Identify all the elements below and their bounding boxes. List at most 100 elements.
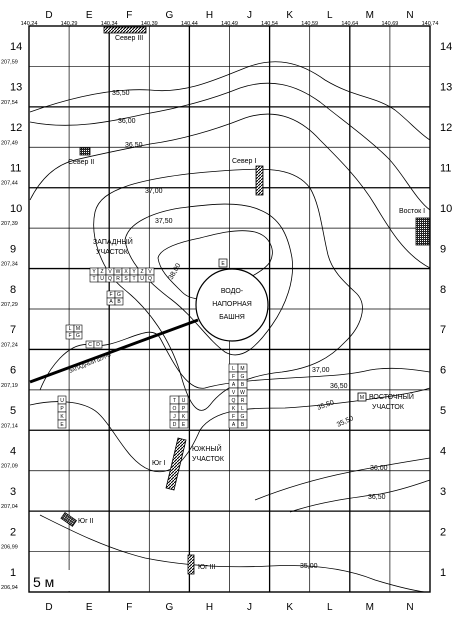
yug-1-trench	[165, 437, 187, 491]
contour-35-50-north	[29, 61, 431, 141]
water-tower: ВОДО- НАПОРНАЯ БАШНЯ	[195, 268, 269, 342]
northing-coordinate: 207,09	[1, 464, 18, 470]
excavation-square	[73, 331, 83, 340]
excavation-square-label: W	[240, 390, 245, 396]
row-label-right: 8	[440, 284, 446, 296]
excavation-square-label: M	[240, 366, 244, 372]
west-sector-label-1: ЗАПАДНЫЙ	[93, 237, 133, 246]
excavation-square-label: F	[232, 374, 235, 380]
column-label-bottom: D	[45, 602, 52, 613]
contour-37-00	[93, 168, 363, 411]
northing-coordinate: 206,99	[1, 545, 18, 551]
row-label-left: 1	[10, 567, 16, 579]
column-label-top: N	[406, 10, 413, 21]
column-label-bottom: E	[86, 602, 93, 613]
excavation-square	[178, 419, 189, 429]
vostok-1-pit	[415, 217, 430, 246]
contour-36-50-north	[29, 113, 431, 269]
sever-2-label: Север II	[68, 159, 94, 166]
excavation-square-label: L	[241, 406, 244, 412]
column-label-bottom: K	[286, 602, 293, 613]
excavation-square-label: Y	[132, 269, 136, 275]
excavation-square-label: Q	[232, 398, 236, 404]
contour-label: 38,00	[168, 262, 183, 281]
northing-coordinate: 207,54	[1, 100, 18, 106]
excavation-square	[145, 274, 155, 283]
excavation-square-label: V	[232, 390, 236, 396]
excavation-square-label: F	[232, 414, 235, 420]
northing-coordinate: 206,94	[1, 585, 18, 591]
easting-coordinate: 140,39	[141, 21, 158, 27]
east-sector-marker-label: M	[360, 395, 364, 401]
contour-36-50-south	[289, 479, 431, 513]
excavation-square-label: T	[173, 398, 176, 404]
contour-label: 36,50	[330, 383, 348, 390]
east-sector-label-2: УЧАСТОК	[372, 404, 405, 411]
row-label-right: 3	[440, 486, 446, 498]
easting-coordinate: 140,59	[301, 21, 318, 27]
scale-label: 5 м	[33, 574, 54, 590]
contour-label: 36,50	[368, 494, 386, 501]
contour-label: 37,50	[155, 218, 173, 225]
column-label-top: F	[126, 10, 132, 21]
excavation-square-label: P	[182, 406, 186, 412]
excavation-square-label: O	[173, 406, 177, 412]
tower-label-line3: БАШНЯ	[219, 314, 245, 321]
excavation-square-label: G	[76, 333, 80, 339]
column-label-bottom: G	[165, 602, 173, 613]
row-label-left: 13	[10, 82, 22, 94]
row-label-left: 6	[10, 365, 16, 377]
excavation-square-label: A	[232, 382, 236, 388]
northing-coordinate: 207,19	[1, 383, 18, 389]
column-label-bottom: M	[366, 602, 374, 613]
excavation-square-label: K	[182, 414, 186, 420]
contour-36-00-south	[254, 457, 431, 501]
contour-label: 36,00	[118, 118, 136, 125]
northing-coordinate: 207,49	[1, 140, 18, 146]
grid-lines	[29, 26, 430, 592]
row-label-left: 14	[10, 41, 22, 53]
excavation-square-label: E	[221, 261, 225, 267]
contour-label: 37,00	[312, 367, 330, 374]
excavation-square-label: E	[60, 422, 64, 428]
excavation-square-label: M	[76, 326, 80, 332]
row-label-right: 14	[440, 41, 452, 53]
column-label-bottom: N	[406, 602, 413, 613]
excavation-square-label: V	[108, 269, 112, 275]
excavation-square	[57, 419, 67, 429]
contour-label: 35,00	[300, 563, 318, 570]
excavation-square-label: T	[132, 276, 135, 282]
column-label-bottom: J	[247, 602, 252, 613]
excavation-square	[218, 258, 228, 268]
easting-coordinate: 140,64	[341, 21, 358, 27]
contour-37-50	[124, 203, 293, 356]
west-trench	[29, 318, 199, 384]
excavation-square	[237, 419, 248, 429]
east-sector-marker	[357, 392, 367, 402]
scale-box	[30, 570, 74, 591]
row-label-left: 5	[10, 405, 16, 417]
yug-3-pit	[187, 554, 195, 575]
excavation-square	[114, 297, 124, 306]
column-label-top: D	[45, 10, 52, 21]
excavation-square-label: K	[232, 406, 236, 412]
excavation-square-label: Z	[100, 269, 103, 275]
contour-label: 36,00	[370, 465, 388, 472]
contour-label: 37,00	[145, 188, 163, 195]
northing-coordinate: 207,39	[1, 221, 18, 227]
row-label-right: 4	[440, 446, 446, 458]
row-label-right: 13	[440, 82, 452, 94]
excavation-square-label: P	[60, 406, 64, 412]
row-label-right: 12	[440, 122, 452, 134]
contour-label: 36,50	[125, 142, 143, 149]
contour-label: 35,50	[112, 90, 130, 97]
row-label-right: 2	[440, 526, 446, 538]
column-label-top: H	[206, 10, 213, 21]
sever-1-pit	[255, 165, 264, 196]
row-label-right: 10	[440, 203, 452, 215]
trench-label: ЗАПАДНЫЙ ШУРФ	[68, 351, 113, 375]
